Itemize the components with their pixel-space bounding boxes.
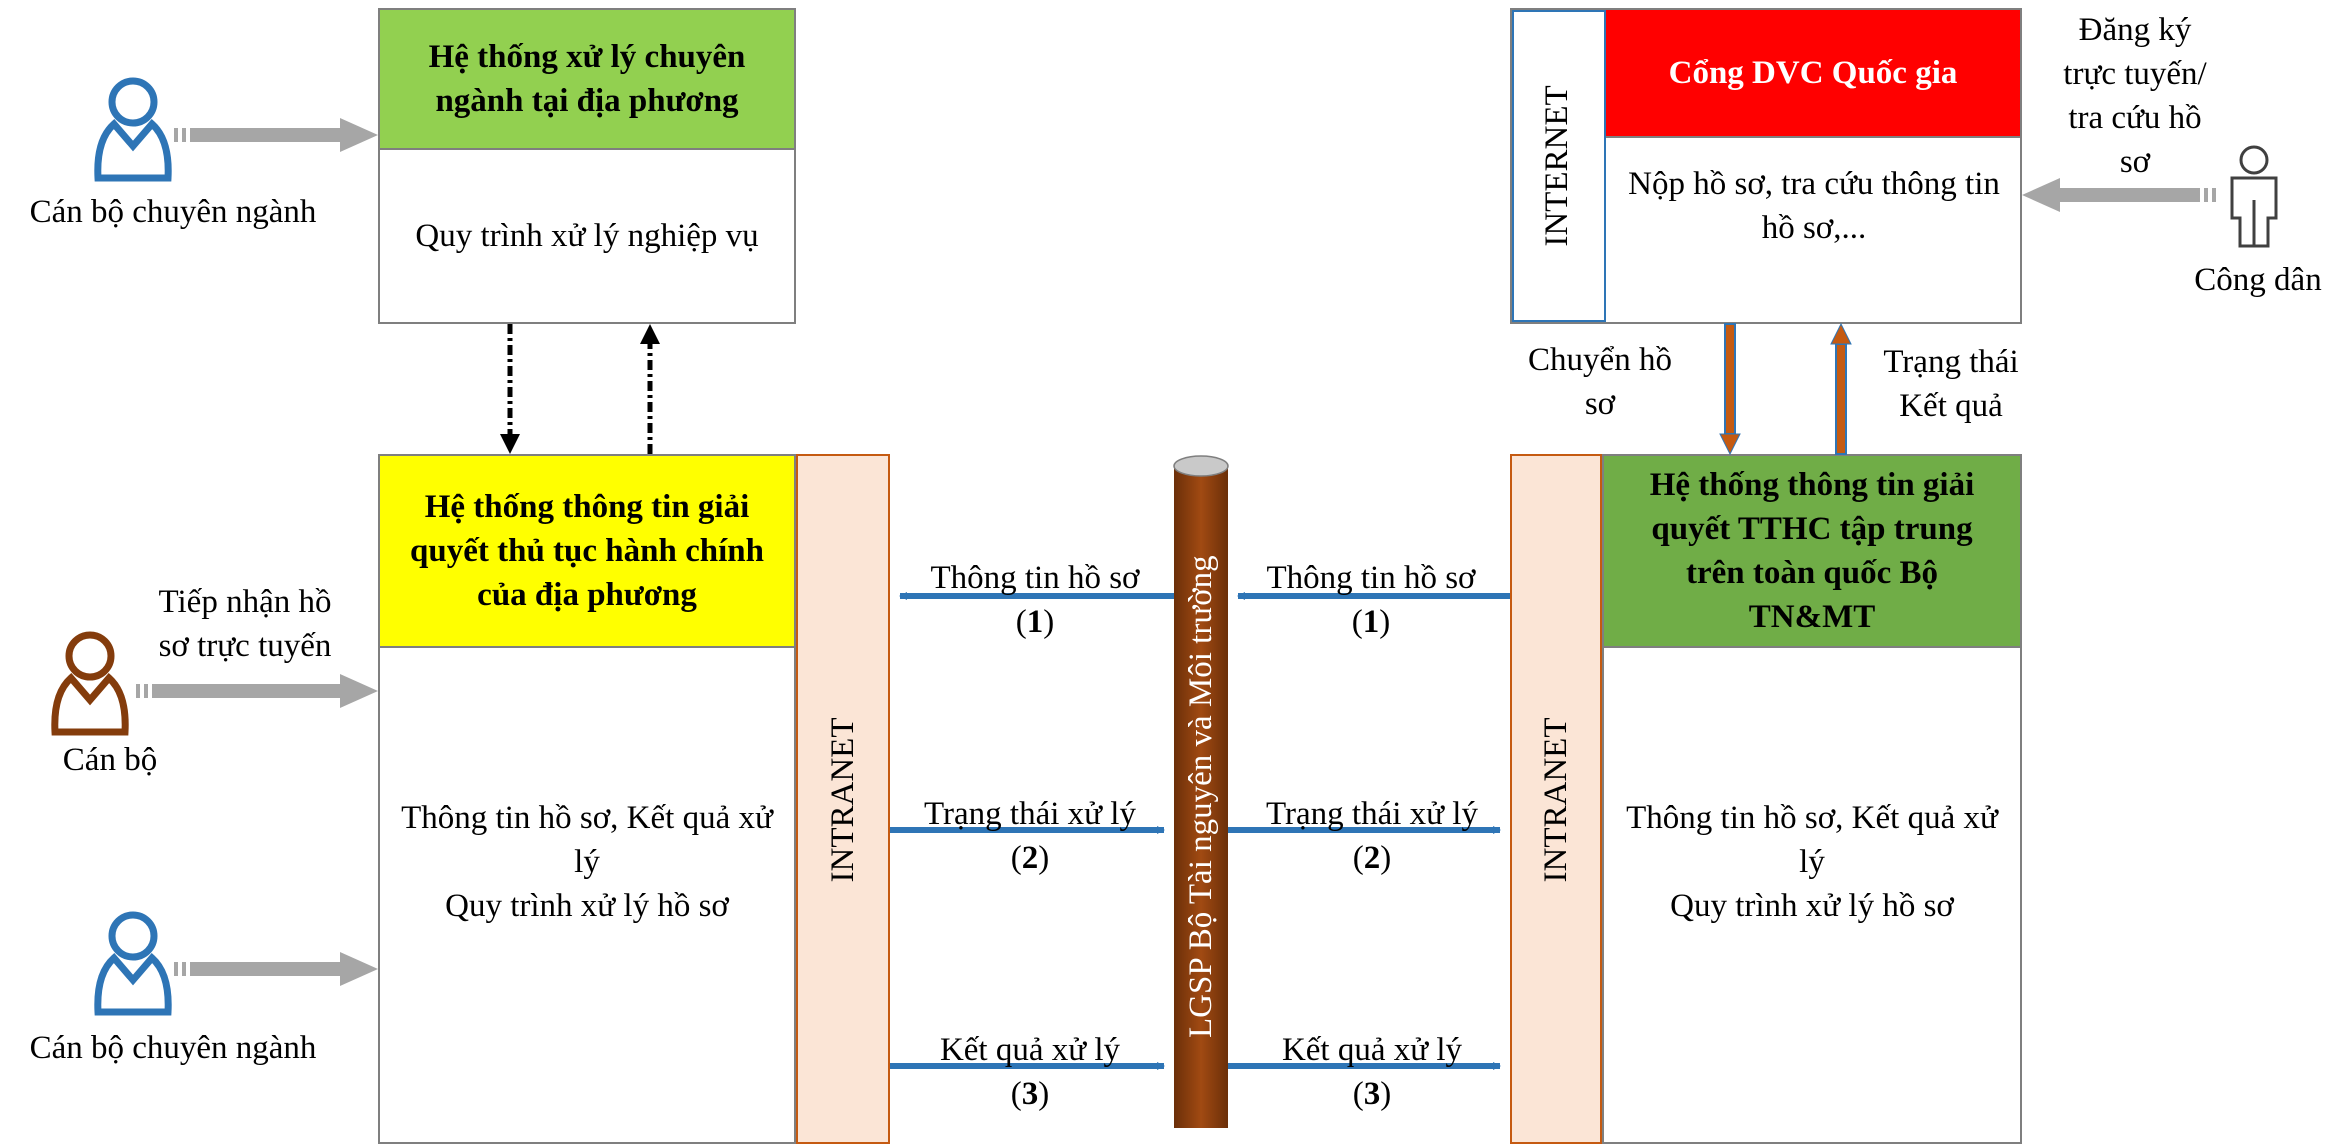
- flow2-left-label: Trạng thái xử lý(2): [924, 796, 1136, 876]
- national-portal-title: Cổng DVC Quốc gia: [1606, 10, 2020, 138]
- flow3-right-text: Kết quả xử lý: [1281, 1032, 1463, 1068]
- flow1-right-text: Thông tin hồ sơ: [1266, 560, 1476, 596]
- citizen-arrow: [2022, 178, 2216, 212]
- transfer-label: Chuyển hồ sơ: [1528, 342, 1672, 422]
- local-admin-system-box: Hệ thống thông tin giải quyết thủ tục hà…: [378, 454, 796, 1144]
- citizen-person-icon: [2230, 145, 2278, 248]
- status-result-arrow: [1830, 322, 1852, 455]
- officer-arrow: [136, 674, 378, 708]
- specialist-top-label: Cán bộ chuyên ngành: [29, 194, 317, 230]
- national-portal-box: Cổng DVC Quốc gia Nộp hồ sơ, tra cứu thô…: [1510, 8, 2022, 324]
- flow1-left-number: 1: [1026, 604, 1044, 640]
- flow3-right-number: 3: [1363, 1076, 1381, 1112]
- flow2-right-number: 2: [1363, 840, 1381, 876]
- status-result-label: Trạng thái Kết quả: [1883, 344, 2019, 424]
- citizen-action-label: Đăng ký trực tuyến/ tra cứu hồ sơ: [2063, 12, 2207, 180]
- lgsp-label: LGSP Bộ Tài nguyên và Môi trường: [1183, 555, 1219, 1038]
- flow1-left-label: Thông tin hồ sơ(1): [930, 560, 1140, 640]
- flow2-right-text: Trạng thái xử lý: [1266, 796, 1478, 832]
- local-admin-system-title: Hệ thống thông tin giải quyết thủ tục hà…: [380, 456, 794, 648]
- ministry-system-box: Hệ thống thông tin giải quyết TTHC tập t…: [1602, 454, 2022, 1144]
- flow3-right-label: Kết quả xử lý(3): [1281, 1032, 1463, 1112]
- internet-strip: [1512, 10, 1606, 322]
- flow2-left-number: 2: [1021, 840, 1039, 876]
- flow2-right-label: Trạng thái xử lý(2): [1266, 796, 1478, 876]
- specialist-top-arrow: [174, 118, 378, 152]
- ministry-system-body: Thông tin hồ sơ, Kết quả xử lý Quy trình…: [1626, 800, 1998, 924]
- local-link-up-arrow: [640, 324, 660, 454]
- citizen-label: Công dân: [2194, 262, 2322, 298]
- flow3-left-label: Kết quả xử lý(3): [939, 1032, 1121, 1112]
- local-link-down-arrow: [500, 324, 520, 454]
- flow1-left-text: Thông tin hồ sơ: [930, 560, 1140, 596]
- ministry-system-title: Hệ thống thông tin giải quyết TTHC tập t…: [1604, 456, 2020, 648]
- specialist-bottom-person-icon: [94, 911, 172, 1016]
- transfer-arrow: [1719, 323, 1741, 456]
- specialist-bottom-arrow: [174, 952, 378, 986]
- officer-person-icon: [51, 631, 129, 736]
- officer-action-label: Tiếp nhận hồ sơ trực tuyến: [158, 584, 332, 664]
- local-specialized-system-body: Quy trình xử lý nghiệp vụ: [415, 218, 759, 254]
- flow3-left-text: Kết quả xử lý: [939, 1032, 1121, 1068]
- flow3-left-number: 3: [1021, 1076, 1039, 1112]
- local-admin-system-body: Thông tin hồ sơ, Kết quả xử lý Quy trình…: [401, 800, 773, 924]
- flow1-right-number: 1: [1362, 604, 1380, 640]
- intranet-left-column: [796, 454, 890, 1144]
- intranet-right-column: [1510, 454, 1602, 1144]
- national-portal-body: Nộp hồ sơ, tra cứu thông tin hồ sơ,...: [1628, 166, 2000, 246]
- lgsp-pipe: [1173, 455, 1229, 1128]
- officer-label: Cán bộ: [62, 742, 158, 778]
- specialist-top-person-icon: [94, 77, 172, 182]
- local-specialized-system-box: Hệ thống xử lý chuyên ngành tại địa phươ…: [378, 8, 796, 324]
- specialist-bottom-label: Cán bộ chuyên ngành: [29, 1030, 317, 1066]
- flow1-right-label: Thông tin hồ sơ(1): [1266, 560, 1476, 640]
- flow2-left-text: Trạng thái xử lý: [924, 796, 1136, 832]
- local-specialized-system-title: Hệ thống xử lý chuyên ngành tại địa phươ…: [380, 10, 794, 150]
